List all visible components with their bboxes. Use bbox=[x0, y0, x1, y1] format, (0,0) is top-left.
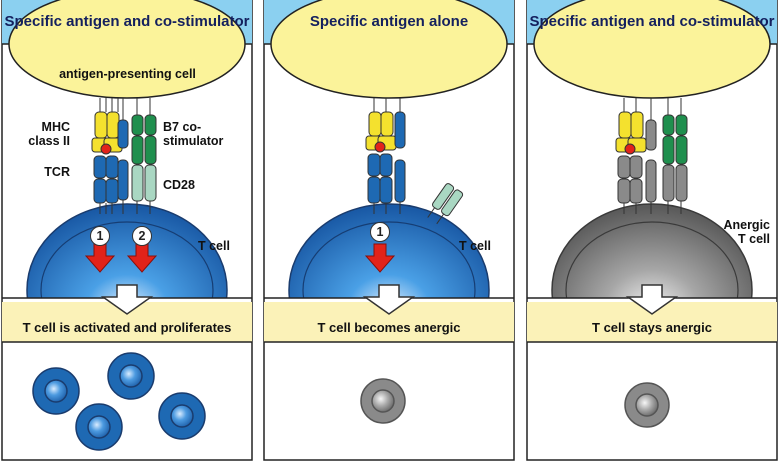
panel-2 bbox=[263, 0, 515, 461]
panel-3-title: Specific antigen and co-stimulator bbox=[529, 13, 775, 30]
b7-label: B7 co-stimulator bbox=[163, 120, 224, 148]
daughter-cell bbox=[75, 403, 123, 451]
t-cell-label-2: T cell bbox=[459, 239, 491, 253]
result-text-1: T cell is activated and proliferates bbox=[22, 319, 232, 335]
signal-1-arrow bbox=[84, 243, 116, 273]
mhc-class-ii-molecule bbox=[365, 98, 397, 151]
result-text-3: T cell stays anergic bbox=[592, 319, 712, 335]
signal-1-marker: 1 bbox=[90, 226, 110, 246]
signal-1-marker: 1 bbox=[370, 222, 390, 242]
panel-3 bbox=[526, 0, 778, 461]
cd28-receptor bbox=[427, 183, 464, 225]
t-cell-label-1: T cell bbox=[198, 239, 230, 253]
panel-1-title: Specific antigen and co-stimulator bbox=[4, 13, 250, 30]
anergic-t-cell bbox=[551, 203, 753, 298]
transition-arrow-2 bbox=[362, 284, 416, 315]
antigen-peptide bbox=[374, 141, 386, 153]
cd28-label: CD28 bbox=[163, 178, 195, 192]
mhc-label: MHC class II bbox=[28, 120, 70, 148]
co-receptor bbox=[394, 98, 406, 214]
t-cell-2 bbox=[288, 203, 490, 298]
cd28-receptor bbox=[131, 164, 157, 214]
co-receptor bbox=[117, 98, 129, 214]
transition-arrow-1 bbox=[100, 284, 154, 315]
panel-1 bbox=[1, 0, 253, 461]
proliferating-t-cells bbox=[32, 352, 206, 451]
b7-co-stimulator bbox=[131, 98, 157, 165]
antigen-peptide bbox=[100, 143, 112, 155]
signal-2-marker: 2 bbox=[132, 226, 152, 246]
antigen-presenting-cell bbox=[8, 0, 246, 99]
antigen-presenting-cell bbox=[270, 0, 508, 99]
daughter-cell bbox=[107, 352, 155, 400]
co-receptor bbox=[645, 98, 657, 214]
panel-2-title: Specific antigen alone bbox=[309, 13, 469, 30]
t-cell-receptor bbox=[367, 153, 393, 214]
antigen-presenting-cell bbox=[533, 0, 771, 99]
tcr-label: TCR bbox=[44, 165, 70, 179]
apc-label: antigen-presenting cell bbox=[59, 67, 196, 81]
antigen-peptide bbox=[624, 143, 636, 155]
anergic-t-cell-result bbox=[360, 378, 406, 424]
daughter-cell bbox=[158, 392, 206, 440]
t-cell-1 bbox=[26, 203, 228, 298]
transition-arrow-3 bbox=[625, 284, 679, 315]
anergic-t-cell-result bbox=[624, 382, 670, 428]
anergic-t-cell-label: Anergic T cell bbox=[723, 218, 770, 246]
result-text-2: T cell becomes anergic bbox=[317, 319, 461, 335]
b7-co-stimulator bbox=[662, 98, 688, 165]
signal-1-arrow bbox=[364, 243, 396, 273]
t-cell-receptor bbox=[93, 155, 119, 214]
t-cell-receptor bbox=[617, 155, 643, 214]
cd28-receptor bbox=[662, 164, 688, 214]
signal-2-arrow bbox=[126, 243, 158, 273]
daughter-cell bbox=[32, 367, 80, 415]
